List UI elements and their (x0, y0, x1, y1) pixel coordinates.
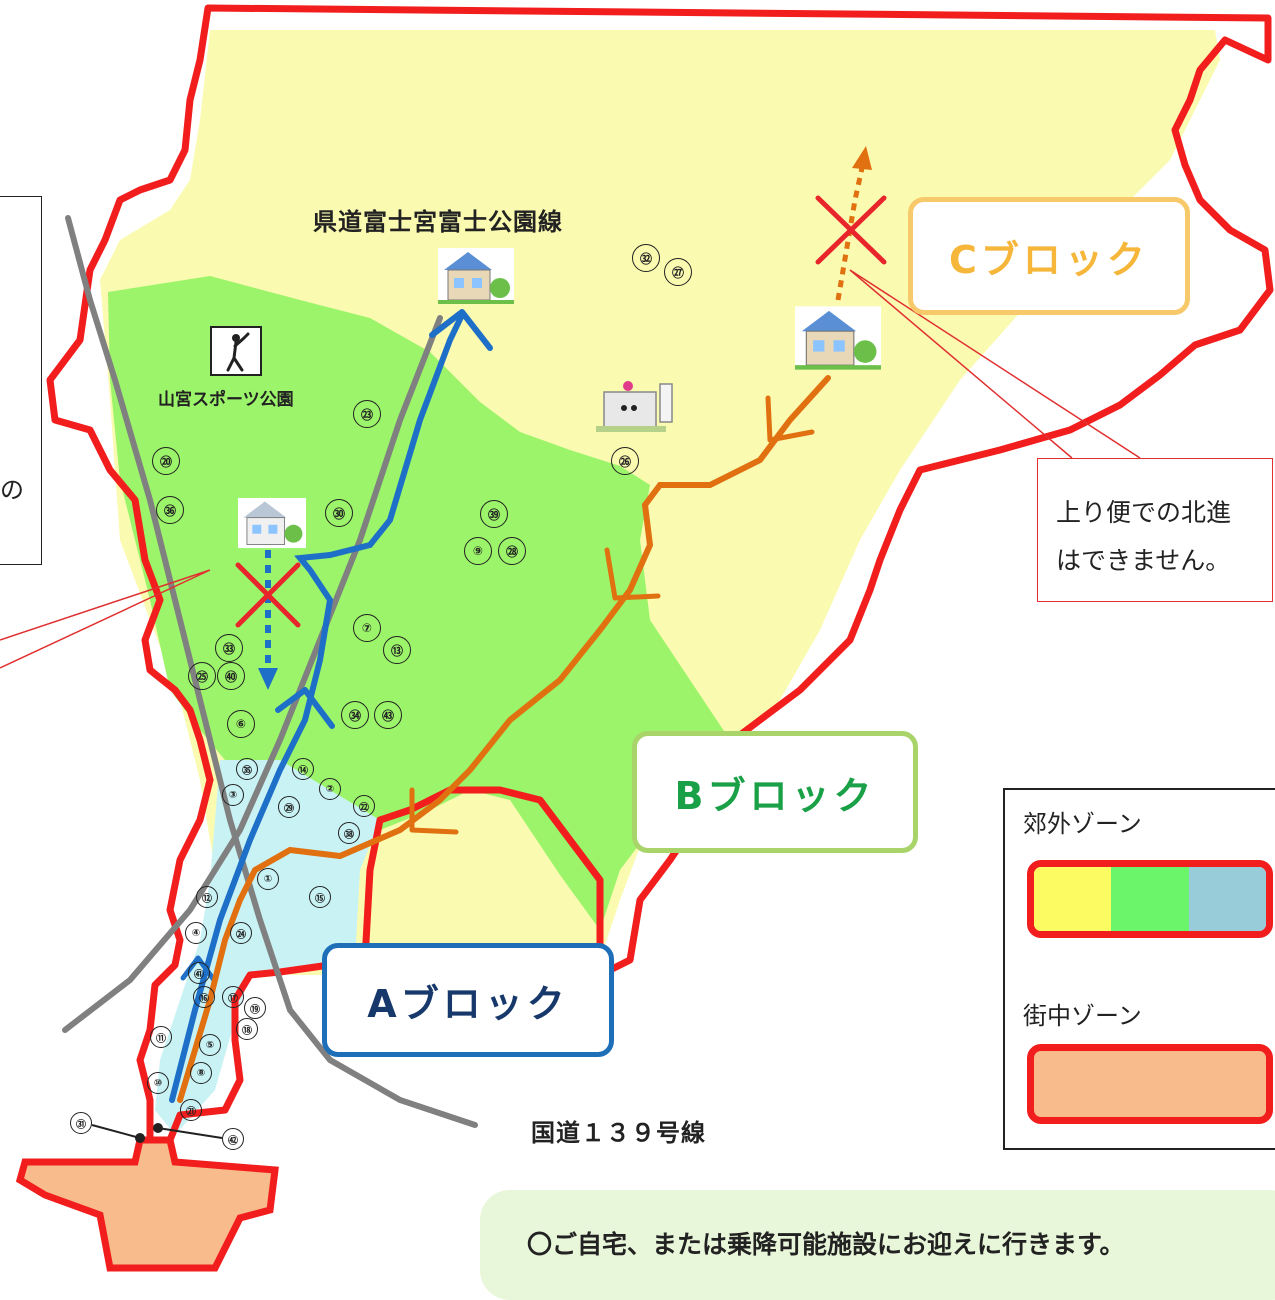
block-c-label: Cブロック (908, 197, 1190, 315)
stop-marker: ㉑ (180, 1099, 202, 1121)
stop-marker: ⑨ (464, 537, 492, 565)
prefectural-road-label: 県道富士宮富士公園線 (313, 208, 563, 236)
stop-marker: ㉘ (498, 537, 526, 565)
stop-marker: ⑥ (227, 710, 255, 738)
house-icon (238, 497, 306, 549)
stop-marker: ㉗ (664, 258, 692, 286)
legend-yellow-part (1034, 867, 1112, 931)
block-a-label: Aブロック (322, 943, 614, 1057)
stop-marker: ㉛ (70, 1112, 92, 1134)
legend-blue-part (1188, 867, 1266, 931)
stop-marker: ③ (222, 784, 244, 806)
stop-marker: ⑲ (244, 997, 266, 1019)
blue-dotted-arrowhead (258, 668, 278, 690)
stop-marker: ㉚ (325, 499, 353, 527)
stop-marker: ⑤ (199, 1034, 221, 1056)
legend-green-part (1111, 867, 1189, 931)
stop-marker: ⑪ (150, 1026, 172, 1048)
stop-marker: ⑳ (152, 447, 180, 475)
stop-marker: ④ (185, 922, 207, 944)
blue-route-arrowhead-north (429, 309, 493, 351)
stop-marker: ㉞ (341, 701, 369, 729)
stop-marker: ⑭ (292, 758, 314, 780)
prohibited-x-icon (235, 562, 301, 628)
stop-marker: ⑬ (383, 636, 411, 664)
callout-pointer-c (849, 269, 1141, 459)
zone-legend: 郊外ゾーン 街中ゾーン (1003, 788, 1275, 1150)
stop-marker: ⑱ (236, 1018, 258, 1040)
stop-marker: ⑩ (147, 1072, 169, 1094)
stop-marker: ㉝ (215, 634, 243, 662)
callout-pointer-a (0, 569, 211, 669)
stop-marker: ㉓ (353, 400, 381, 428)
blue-route-a (169, 312, 465, 1103)
orange-arrowhead-1 (765, 395, 815, 443)
stop-marker: ㉔ (230, 922, 252, 944)
stop-marker: ㉜ (632, 244, 660, 272)
legend-suburban-title: 郊外ゾーン (1023, 810, 1142, 838)
stop-marker: ⑰ (222, 986, 244, 1008)
blue-route-arrowhead-mid (275, 687, 335, 729)
house-icon (438, 248, 514, 304)
block-b-label: Bブロック (632, 731, 918, 853)
stop-marker: ㊶ (188, 962, 210, 984)
park-label: 山宮スポーツ公園 (158, 390, 294, 410)
stop-marker: ② (319, 778, 341, 800)
stop-marker: ⑯ (193, 986, 215, 1008)
orange-route (177, 375, 831, 1103)
prohibited-x-icon (815, 195, 887, 265)
stop-marker: ㉖ (611, 447, 639, 475)
orange-arrowhead-3 (409, 787, 459, 835)
no-northbound-callout: 上り便での北進 はできません。 (1037, 458, 1273, 602)
orange-dotted-arrowhead (852, 146, 872, 170)
left-callout-text-fragment: の (0, 476, 24, 504)
stop-marker: ㊳ (338, 822, 360, 844)
golf-icon (210, 326, 262, 376)
stop-marker: ⑧ (190, 1062, 212, 1084)
stop-marker: ㊴ (480, 500, 508, 528)
national-route-139-line (65, 215, 478, 1128)
legend-urban-swatch (1027, 1044, 1273, 1124)
stop-marker: ㊵ (217, 662, 245, 690)
hospital-icon (596, 381, 673, 432)
legend-urban-title: 街中ゾーン (1023, 1002, 1142, 1030)
terminal-pointer-lines (91, 1124, 223, 1139)
prefectural-road-line (62, 315, 443, 1033)
stop-marker: ① (257, 868, 279, 890)
pickup-note-text: 〇ご自宅、または乗降可能施設にお迎えに行きます。 (527, 1230, 1125, 1259)
legend-suburban-swatch (1027, 860, 1273, 938)
stop-marker: ㉙ (278, 796, 300, 818)
national-route-label: 国道１３９号線 (531, 1119, 706, 1147)
stop-marker: ㊷ (222, 1128, 244, 1150)
stop-marker: ㉕ (188, 662, 216, 690)
stop-marker: ⑫ (196, 886, 218, 908)
left-callout-box (0, 196, 42, 565)
orange-dotted-prohibited (835, 167, 865, 301)
stop-marker: ㉒ (353, 795, 375, 817)
stop-marker: ㊸ (374, 701, 402, 729)
orange-arrowhead-2 (604, 547, 661, 601)
urban-zone-area (15, 1136, 279, 1272)
stop-marker: ㉟ (236, 758, 258, 780)
stop-marker: ⑮ (309, 886, 331, 908)
stop-marker: ㊱ (156, 496, 184, 524)
stop-marker: ⑦ (353, 614, 381, 642)
house-icon (795, 306, 881, 370)
